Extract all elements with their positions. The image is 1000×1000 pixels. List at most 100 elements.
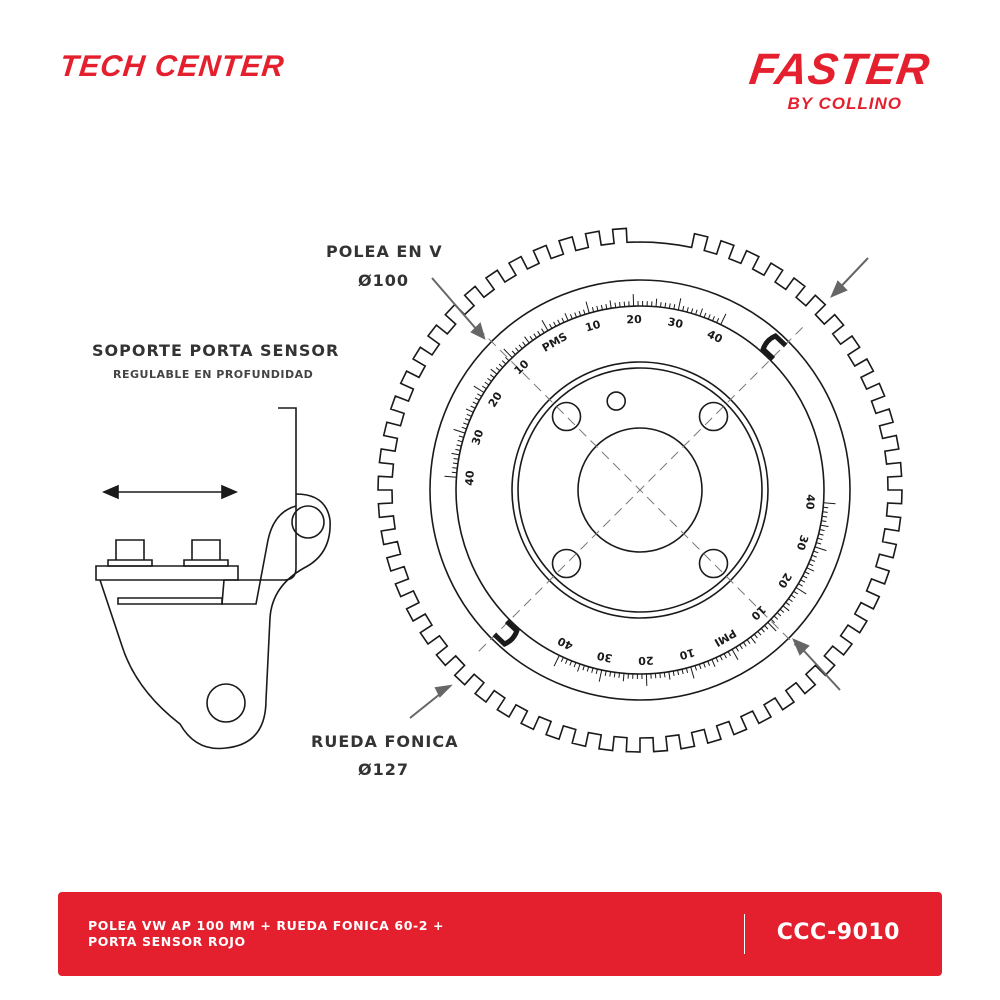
bracket-body [99, 493, 331, 750]
pms-scale-tick [578, 310, 582, 316]
pmi-scale-tick [604, 670, 607, 676]
pms-scale-tick [553, 321, 557, 327]
pmi-scale-tick [823, 502, 836, 505]
pms-scale-tick [716, 317, 720, 323]
pmi-scale-tick [760, 628, 765, 633]
pms-scale-tick [501, 360, 507, 365]
pmi-scale-tick [698, 664, 702, 670]
pmi-scale-tick [742, 641, 747, 647]
pms-scale-tick [461, 426, 467, 430]
pmi-scale-tick [819, 529, 825, 532]
pmi-scale-tick [703, 662, 706, 668]
adjust-arrow-heads [101, 484, 239, 500]
pms-scale-tick [522, 341, 527, 347]
pmi-scale-tick [822, 515, 828, 518]
polea-pointer-head [470, 322, 486, 340]
pms-scale-tick [720, 313, 727, 325]
pms-scale-tick [452, 462, 458, 465]
polea-title: POLEA EN V [326, 242, 443, 261]
pmi-scale-tick [560, 657, 564, 663]
pms-scale-tick [481, 385, 487, 390]
pms-scale-tick [455, 448, 461, 451]
rueda-title: RUEDA FONICA [311, 732, 459, 751]
pmi-scale-tick [609, 671, 612, 677]
pms-scale-tick [712, 316, 715, 322]
pmi-scale-value: 30 [595, 649, 613, 665]
pms-scale-tick [600, 304, 603, 310]
pmi-scale-tick [595, 668, 598, 675]
pms-scale-tick [614, 302, 617, 308]
pmi-scale-value: 10 [748, 603, 768, 623]
pms-scale-value: 20 [486, 389, 505, 409]
pmi-scale-tick [672, 670, 675, 676]
pms-scale-tick [699, 308, 703, 317]
scale-inner-circle [455, 305, 825, 675]
pms-scale-tick [470, 405, 476, 409]
pmi-scale-tick [613, 672, 616, 678]
pmi-scale-tick [776, 612, 782, 617]
pmi-scale-value: 40 [555, 634, 575, 653]
pmi-scale-tick [804, 571, 810, 575]
rueda-fonica-drawing [377, 227, 903, 753]
bolt-left [107, 539, 153, 567]
pms-scale-tick [703, 312, 707, 318]
pmi-scale-tick [569, 660, 573, 666]
pms-scale-value: 20 [626, 313, 642, 327]
pms-scale-tick [605, 304, 608, 310]
pms-scale-tick [518, 344, 523, 349]
pms-scale-tick [529, 336, 534, 341]
soporte-drawing [95, 407, 331, 750]
pms-scale-tick [453, 458, 459, 460]
bracket-arm [221, 407, 297, 605]
pms-scale-tick [682, 305, 685, 312]
pms-scale-tick [549, 323, 553, 329]
pmi-scale-tick [690, 666, 695, 679]
pmi-scale-tick [818, 533, 824, 536]
pmi-scale-tick [750, 636, 756, 644]
pms-scale-tick [505, 356, 510, 362]
pmi-scale-tick [782, 605, 790, 612]
pmi-scale-tick [659, 672, 661, 678]
pms-scale-value: 10 [512, 357, 532, 377]
pmi-scale-tick [694, 665, 697, 671]
pms-scale-tick [673, 304, 676, 310]
pms-scale-tick [655, 298, 658, 307]
pms-scale-tick [511, 350, 516, 355]
pms-scale-tick [524, 336, 530, 344]
pulley-outer-circle [429, 279, 851, 701]
pmi-scale-tick [800, 579, 806, 583]
pms-scale-tick [574, 312, 577, 318]
pmi-scale-tick [810, 559, 816, 562]
bolt-right [183, 539, 229, 567]
pms-scale-tick [453, 428, 466, 434]
pms-scale-tick [660, 302, 662, 308]
bracket-bottom-hole [206, 683, 246, 723]
pms-scale-tick [477, 393, 482, 397]
pmi-scale-tick [731, 649, 739, 660]
pms-scale-value: 40 [705, 328, 725, 347]
pms-scale-tick [569, 314, 573, 320]
pmi-scale-tick [785, 601, 791, 606]
soporte-title: SOPORTE PORTA SENSOR [92, 341, 340, 360]
pmi-scale-tick [793, 590, 799, 595]
center-bore [577, 427, 703, 553]
sensor-bottom-pointer-head [792, 638, 810, 656]
pmi-scale-tick [677, 669, 680, 676]
pmi-scale-tick [598, 669, 603, 682]
pms-scale-tick [464, 418, 470, 421]
pmi-scale-value: 10 [678, 646, 697, 663]
pms-scale-tick [541, 320, 549, 331]
pms-scale-tick [457, 439, 463, 443]
pms-scale-tick [466, 413, 472, 417]
bolt-hole-top-left [551, 401, 582, 432]
rueda-pointer-head [434, 684, 453, 698]
pmi-scale-tick [753, 633, 758, 639]
pms-scale-tick [707, 314, 711, 320]
pms-scale-tick [690, 308, 694, 314]
bolt-hole-bottom-left [551, 548, 582, 579]
pmi-scale-tick [798, 583, 803, 587]
pmi-scale-tick [719, 655, 723, 661]
pmi-scale-tick [813, 550, 819, 554]
pmi-scale-tick [820, 524, 829, 528]
center-line-b [477, 327, 803, 653]
